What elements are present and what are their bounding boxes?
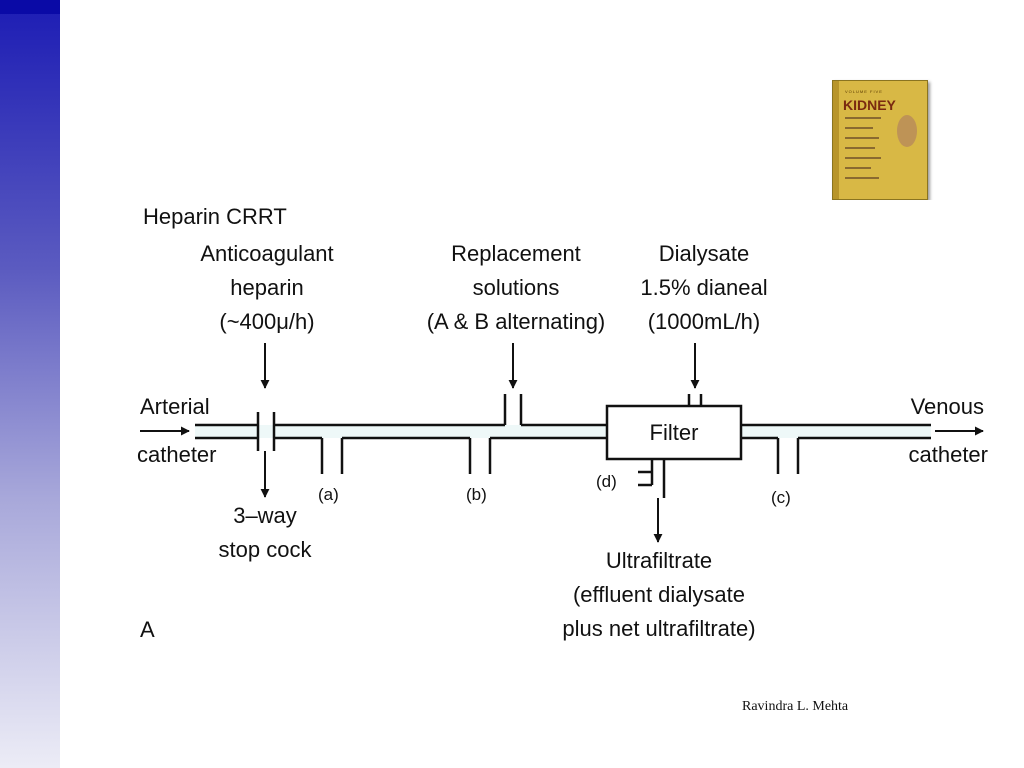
book-text-line (845, 137, 879, 139)
port-d-label: (d) (596, 472, 617, 491)
anticoagulant-label-line1: Anticoagulant (200, 241, 333, 266)
replacement-label-line1: Replacement (451, 241, 581, 266)
author-credit: Ravindra L. Mehta (742, 699, 849, 714)
filter-box (605, 404, 743, 461)
stopcock-label-line1: 3–way (233, 503, 297, 528)
replacement-label-line2: solutions (473, 275, 560, 300)
kidney-illustration (897, 115, 917, 147)
venous-label: Venous (911, 394, 984, 419)
stopcock-label-line2: stop cock (219, 537, 313, 562)
ultrafiltrate-label-line3: plus net ultrafiltrate) (562, 616, 755, 641)
diagram-title: Heparin CRRT (143, 204, 287, 229)
replacement-label-line3: (A & B alternating) (427, 309, 606, 334)
book-text-line (845, 147, 875, 149)
dialysate-label-line3: (1000mL/h) (648, 309, 761, 334)
port-c-label: (c) (771, 488, 791, 507)
arterial-label: Arterial (140, 394, 210, 419)
sidebar-gradient (0, 0, 60, 768)
book-spine (833, 81, 839, 199)
book-title: KIDNEY (843, 97, 896, 113)
panel-letter: A (140, 617, 155, 642)
dialysate-label-line2: 1.5% dianeal (640, 275, 767, 300)
dialysate-label-line1: Dialysate (659, 241, 749, 266)
sidebar-top-band (0, 0, 60, 14)
ultrafiltrate-label-line2: (effluent dialysate (573, 582, 745, 607)
book-text-line (845, 167, 871, 169)
anticoagulant-label-line2: heparin (230, 275, 303, 300)
crrt-circuit-svg: Heparin CRRT Anticoagulant heparin (~400… (137, 204, 989, 642)
tube-fill-venous (741, 425, 931, 438)
ultrafiltrate-label-line1: Ultrafiltrate (606, 548, 712, 573)
port-a-label: (a) (318, 485, 339, 504)
arterial-catheter-label: catheter (137, 442, 217, 467)
book-text-line (845, 177, 879, 179)
kidney-book-cover-image: VOLUME FIVE KIDNEY (832, 80, 928, 200)
book-text-line (845, 157, 881, 159)
port-b-label: (b) (466, 485, 487, 504)
crrt-diagram: Heparin CRRT Anticoagulant heparin (~400… (135, 200, 995, 650)
book-text-line (845, 127, 873, 129)
filter-label: Filter (650, 420, 699, 445)
tube-fill-arterial (195, 425, 607, 438)
venous-catheter-label: catheter (909, 442, 989, 467)
book-volume-text: VOLUME FIVE (845, 89, 883, 94)
blood-line (195, 394, 931, 498)
book-text-line (845, 117, 881, 119)
anticoagulant-label-line3: (~400μ/h) (219, 309, 314, 334)
